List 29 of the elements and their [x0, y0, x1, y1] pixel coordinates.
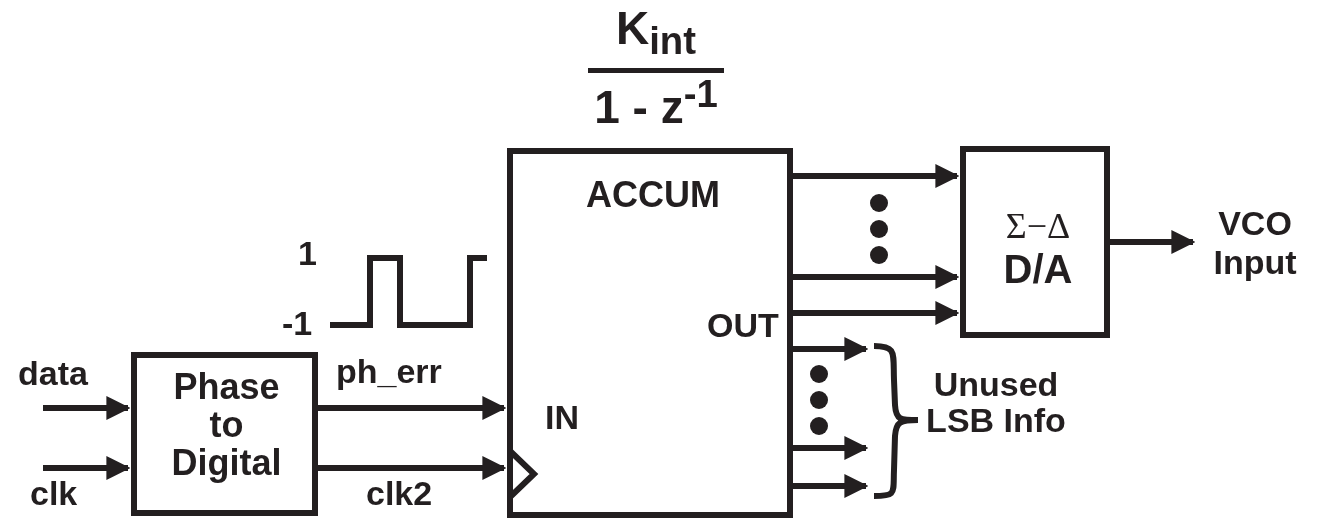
signal-label: data	[18, 356, 88, 392]
signal-label: ph_err	[336, 354, 442, 390]
block-symbol: Σ−Δ	[1004, 208, 1072, 246]
output-label: VCO Input	[1196, 204, 1314, 283]
arrow	[793, 301, 960, 325]
signal-label: clk2	[366, 476, 433, 512]
fraction-denominator: 1 - z$^{-1}$	[593, 74, 719, 132]
arrow	[793, 164, 960, 188]
arrow	[43, 396, 131, 420]
port-label: IN	[544, 400, 580, 436]
group-label: Unused LSB Info	[926, 367, 1066, 439]
arrow	[318, 396, 507, 420]
arrow	[793, 474, 869, 498]
arrow	[793, 337, 869, 361]
block-label: ACCUM	[585, 176, 721, 214]
arrow	[318, 456, 507, 480]
block-label: Phase to Digital	[170, 368, 283, 482]
port-label: OUT	[706, 308, 780, 344]
process-box	[131, 352, 318, 516]
block-label: D/A	[1002, 248, 1074, 290]
axis-level-label: -1	[282, 306, 313, 342]
converter-box	[960, 146, 1110, 338]
arrow	[43, 456, 131, 480]
fraction-numerator: K$_{int}$	[614, 4, 698, 62]
signal-label: clk	[30, 476, 78, 512]
arrow	[1110, 230, 1196, 254]
arrow	[793, 265, 960, 289]
axis-level-label: 1	[298, 236, 317, 272]
arrow	[793, 436, 869, 460]
